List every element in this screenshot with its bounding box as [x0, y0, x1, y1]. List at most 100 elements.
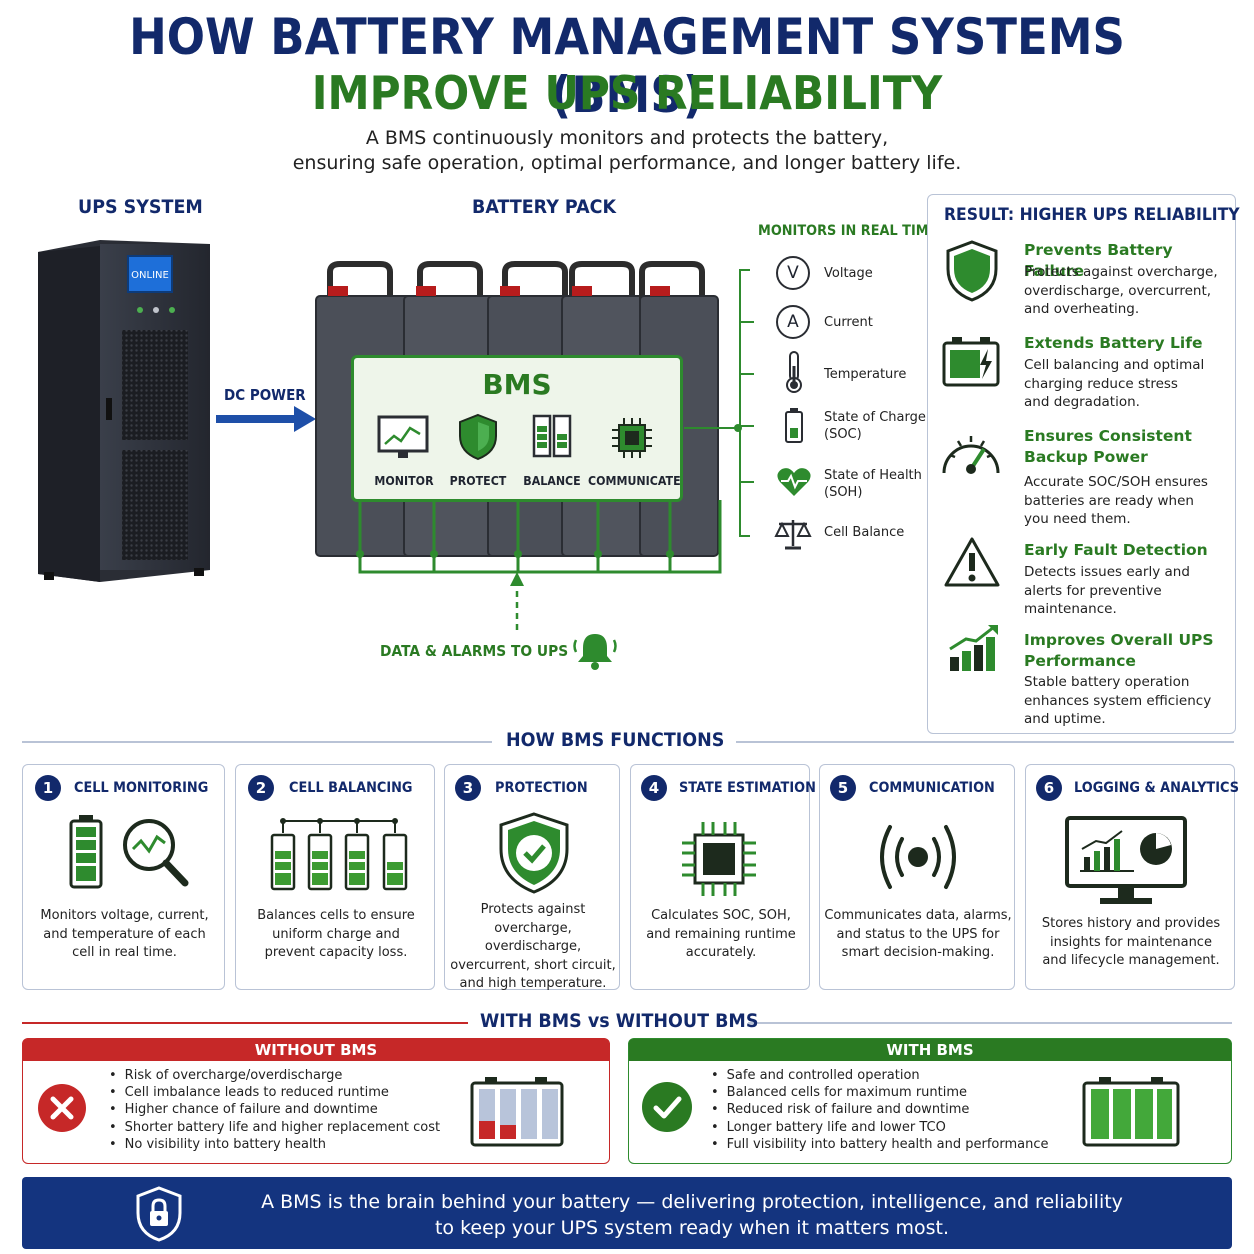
gauge-icon	[942, 436, 1000, 474]
full-battery-icon	[1082, 1077, 1180, 1147]
result-3-title-1: Ensures Consistent	[1024, 427, 1192, 445]
result-4-text-line: alerts for preventive	[1024, 582, 1162, 599]
comparison-divider-right	[748, 1022, 1232, 1024]
card-description: Calculates SOC, SOH, and remaining runti…	[631, 907, 811, 963]
card-title: STATE ESTIMATION	[679, 780, 816, 796]
with-bms-item: Longer battery life and lower TCO	[711, 1119, 1048, 1136]
unbalanced-battery-icon	[470, 1077, 564, 1147]
card-desc-line: and temperature of each	[43, 926, 206, 942]
battery-pack-label: BATTERY PACK	[472, 196, 617, 218]
ups-screen-text: ONLINE	[131, 270, 169, 281]
with-bms-item: Safe and controlled operation	[711, 1067, 1048, 1084]
monitor-soc-label: State of Charge (SOC)	[824, 409, 926, 443]
result-panel: RESULT: HIGHER UPS RELIABILITY Prevents …	[927, 194, 1240, 734]
monitors-bracket	[684, 269, 754, 537]
card-number: 6	[1036, 775, 1062, 801]
with-bms-list: Safe and controlled operation Balanced c…	[711, 1067, 1049, 1153]
card-title: PROTECTION	[495, 780, 588, 796]
monitor-soc-label-1: State of Charge	[824, 410, 926, 425]
monitor-voltage-label: Voltage	[824, 266, 873, 281]
card-desc-line: insights for maintenance	[1050, 934, 1212, 950]
functions-section-title: HOW BMS FUNCTIONS	[506, 729, 725, 751]
card-desc-line: prevent capacity loss.	[264, 945, 408, 960]
card-desc-line: overcurrent, short circuit,	[450, 957, 616, 973]
section-divider-right	[736, 741, 1234, 743]
shield-lock-icon	[136, 1186, 182, 1242]
card-desc-line: overcharge, overdischarge,	[484, 920, 582, 955]
card-desc-line: Calculates SOC, SOH,	[651, 908, 791, 923]
warning-icon	[944, 537, 1000, 587]
card-desc-line: Communicates data, alarms,	[824, 908, 1012, 923]
result-2-text: Cell balancing and optimal charging redu…	[1024, 356, 1204, 412]
dc-power-arrow	[216, 406, 316, 432]
balanced-cells-icon	[270, 818, 408, 891]
card-number: 5	[830, 775, 856, 801]
bms-function-communicate: COMMUNICATE	[588, 474, 681, 488]
monitor-soh-label: State of Health (SOH)	[824, 467, 922, 501]
card-desc-line: and status to the UPS for	[836, 926, 1000, 942]
footer-banner: A BMS is the brain behind your battery —…	[22, 1177, 1232, 1249]
result-3-text: Accurate SOC/SOH ensures batteries are r…	[1024, 473, 1208, 529]
footer-line-2: to keep your UPS system ready when it ma…	[434, 1217, 950, 1239]
result-5-text-line: and uptime.	[1024, 711, 1106, 727]
result-1-text-line: and overheating.	[1024, 301, 1140, 317]
result-3-text-line: Accurate SOC/SOH ensures	[1024, 474, 1208, 490]
with-bms-item: Balanced cells for maximum runtime	[711, 1084, 1048, 1101]
card-number: 4	[641, 775, 667, 801]
without-bms-item: Shorter battery life and higher replacem…	[109, 1119, 440, 1136]
result-3-text-line: you need them.	[1024, 511, 1131, 527]
growth-chart-icon	[949, 625, 998, 671]
without-bms-list: Risk of overcharge/overdischarge Cell im…	[109, 1067, 440, 1153]
soc-battery-icon	[785, 408, 803, 443]
with-bms-item: Reduced risk of failure and downtime	[711, 1101, 1048, 1118]
shield-icon	[459, 413, 497, 461]
shield-check-icon	[499, 812, 569, 894]
dc-power-label: DC POWER	[224, 386, 306, 404]
result-1-title: Prevents Battery Failure	[1024, 241, 1173, 280]
function-card-communication: 5 COMMUNICATION Communicates data, alarm…	[819, 764, 1015, 990]
intro-line-2: ensuring safe operation, optimal perform…	[292, 152, 962, 174]
monitor-cell-balance-label: Cell Balance	[824, 525, 905, 540]
result-5-title-2: Performance	[1024, 652, 1136, 670]
result-4-text-line: maintenance.	[1024, 601, 1117, 617]
card-desc-line: accurately.	[685, 945, 757, 960]
error-x-icon	[38, 1084, 86, 1132]
result-2-title: Extends Battery Life	[1024, 334, 1203, 352]
ups-label: UPS SYSTEM	[78, 196, 203, 218]
card-desc-line: and lifecycle management.	[1042, 953, 1220, 968]
result-title: RESULT: HIGHER UPS RELIABILITY	[944, 205, 1240, 225]
without-bms-panel: WITHOUT BMS Risk of overcharge/overdisch…	[22, 1038, 610, 1164]
card-desc-line: and high temperature.	[459, 976, 607, 991]
card-description: Balances cells to ensure uniform charge …	[236, 907, 436, 963]
data-alarms-label: DATA & ALARMS TO UPS	[380, 642, 569, 660]
intro-line-1: A BMS continuously monitors and protects…	[365, 127, 889, 149]
result-1-text-line: overdischarge, overcurrent,	[1024, 282, 1212, 299]
card-description: Monitors voltage, current, and temperatu…	[23, 907, 226, 963]
bms-function-monitor: MONITOR	[374, 474, 434, 488]
processor-chip-icon	[682, 822, 756, 896]
voltage-icon: V	[776, 256, 810, 290]
result-3-title: Ensures Consistent Backup Power	[1024, 426, 1192, 468]
card-desc-line: uniform charge and	[272, 926, 400, 942]
card-description: Protects against overcharge, overdischar…	[445, 901, 621, 994]
card-number: 2	[248, 775, 274, 801]
function-card-state-estimation: 4 STATE ESTIMATION Calculates SOC, SOH, …	[630, 764, 816, 990]
result-5-text-line: enhances system efficiency	[1024, 692, 1212, 709]
card-description: Communicates data, alarms, and status to…	[820, 907, 1016, 963]
without-bms-item: No visibility into battery health	[109, 1136, 440, 1153]
result-1-text: Protects against overcharge, overdischar…	[1024, 263, 1218, 319]
wireless-signal-icon	[880, 825, 956, 889]
result-2-text-line: charging reduce stress	[1024, 375, 1178, 392]
monitor-soc-label-2: (SOC)	[824, 427, 862, 442]
current-icon: A	[776, 305, 810, 339]
comparison-divider-left	[22, 1022, 468, 1024]
without-bms-item: Cell imbalance leads to reduced runtime	[109, 1084, 440, 1101]
function-card-cell-monitoring: 1 CELL MONITORING Monitors voltage, curr…	[22, 764, 225, 990]
function-card-logging-analytics: 6 LOGGING & ANALYTICS Stores history and…	[1025, 764, 1239, 990]
card-desc-line: Monitors voltage, current,	[40, 908, 209, 923]
without-bms-header: WITHOUT BMS	[23, 1039, 609, 1061]
result-5-text: Stable battery operation enhances system…	[1024, 673, 1211, 729]
card-desc-line: and remaining runtime	[646, 926, 796, 942]
analytics-monitor-icon	[1065, 816, 1187, 904]
thermometer-icon	[786, 351, 802, 393]
